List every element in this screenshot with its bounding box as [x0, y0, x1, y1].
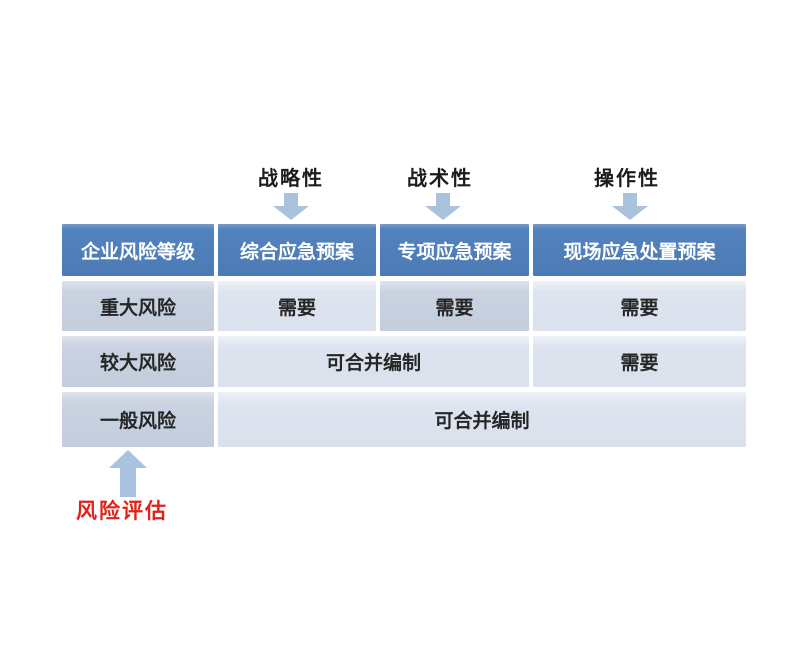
cell-larger-risk-level: 较大风险	[62, 336, 214, 387]
risk-assessment-up-arrow-icon	[108, 450, 148, 497]
risk-assessment-label: 风险评估	[76, 499, 168, 523]
cell-general-merged-plans: 可合并编制	[218, 392, 746, 447]
label-operational: 操作性	[594, 168, 660, 190]
operational-down-arrow-icon	[611, 193, 649, 220]
label-tactical: 战术性	[407, 168, 473, 190]
cell-general-risk-level: 一般风险	[62, 392, 214, 447]
cell-major-special: 需要	[380, 281, 529, 331]
header-cell-comprehensive-plan: 综合应急预案	[218, 224, 376, 276]
strategic-down-arrow-icon	[272, 193, 310, 220]
header-cell-risk-level: 企业风险等级	[62, 224, 214, 276]
risk-plan-table: 企业风险等级 综合应急预案 专项应急预案 现场应急处置预案 重大风险 需要 需要…	[62, 224, 746, 447]
cell-major-onsite: 需要	[533, 281, 746, 331]
header-cell-special-plan: 专项应急预案	[380, 224, 529, 276]
label-strategic: 战略性	[258, 168, 324, 190]
tactical-down-arrow-icon	[424, 193, 462, 220]
cell-major-risk-level: 重大风险	[62, 281, 214, 331]
cell-major-comprehensive: 需要	[218, 281, 376, 331]
cell-larger-onsite: 需要	[533, 336, 746, 387]
header-cell-onsite-plan: 现场应急处置预案	[533, 224, 746, 276]
cell-larger-merged-plans: 可合并编制	[218, 336, 529, 387]
